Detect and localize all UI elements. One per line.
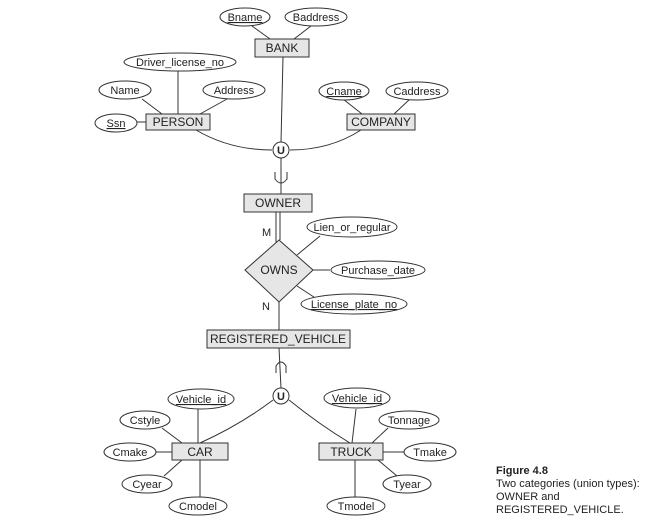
attr-cmodel: Cmodel [168, 496, 228, 516]
attr-cname: Cname [318, 81, 370, 101]
attr-bname: Bname [219, 7, 271, 27]
svg-text:Cmodel: Cmodel [179, 501, 217, 513]
svg-text:Ssn: Ssn [107, 118, 126, 130]
svg-text:License_plate_no: License_plate_no [311, 299, 397, 311]
svg-text:Tonnage: Tonnage [388, 415, 430, 427]
figure-description: Two categories (union types): OWNER and … [496, 478, 640, 516]
svg-text:Tmodel: Tmodel [338, 501, 375, 513]
entity-truck-label: TRUCK [330, 445, 371, 459]
svg-text:Tyear: Tyear [393, 479, 421, 491]
attr-car-vehicle-id: Vehicle_id [167, 388, 235, 410]
attr-tonnage: Tonnage [378, 410, 440, 430]
entity-owner-label: OWNER [255, 196, 301, 210]
entity-owner: OWNER [243, 193, 313, 213]
svg-text:Name: Name [110, 85, 139, 97]
relationship-owns: OWNS [244, 239, 314, 303]
attr-license-plate-no: License_plate_no [300, 293, 408, 315]
svg-text:Cstyle: Cstyle [130, 415, 161, 427]
attr-cstyle: Cstyle [119, 410, 171, 430]
attr-cyear: Cyear [121, 474, 173, 494]
subset-symbol-owner [274, 172, 288, 184]
union-circle-vehicle: U [272, 387, 290, 405]
entity-person-label: PERSON [153, 115, 204, 129]
entity-car-label: CAR [187, 445, 213, 459]
svg-text:Vehicle_id: Vehicle_id [332, 393, 382, 405]
attr-driver-license-no: Driver_license_no [123, 52, 237, 72]
svg-text:Bname: Bname [228, 12, 263, 24]
attr-lien-or-regular: Lien_or_regular [306, 216, 398, 238]
attr-caddress: Caddress [385, 81, 449, 101]
attr-ssn: Ssn [94, 113, 138, 133]
relationship-owns-label: OWNS [260, 263, 297, 277]
svg-text:Driver_license_no: Driver_license_no [136, 57, 224, 69]
figure-number: Figure 4.8 [496, 465, 548, 477]
svg-text:Address: Address [214, 85, 255, 97]
attr-name: Name [98, 80, 152, 100]
svg-text:Cmake: Cmake [113, 447, 148, 459]
svg-text:Caddress: Caddress [393, 86, 441, 98]
entity-car: CAR [171, 442, 229, 461]
attr-tyear: Tyear [382, 474, 432, 494]
entity-person: PERSON [145, 113, 211, 131]
svg-text:Vehicle_id: Vehicle_id [176, 394, 226, 406]
svg-text:Cname: Cname [326, 86, 361, 98]
attr-tmodel: Tmodel [326, 496, 386, 516]
entity-company-label: COMPANY [351, 115, 411, 129]
entity-truck: TRUCK [318, 442, 384, 461]
entity-company: COMPANY [346, 113, 416, 131]
entity-bank-label: BANK [266, 41, 299, 55]
subset-symbol-vehicle [275, 361, 287, 373]
svg-text:Purchase_date: Purchase_date [341, 265, 415, 277]
svg-text:Tmake: Tmake [413, 447, 447, 459]
union-circle-owner: U [272, 141, 290, 159]
entity-registered-vehicle: REGISTERED_VEHICLE [206, 329, 351, 349]
union-label: U [277, 391, 285, 403]
attr-purchase-date: Purchase_date [330, 260, 426, 280]
connector-lines [137, 25, 411, 497]
cardinality-m: M [262, 227, 271, 239]
svg-text:Lien_or_regular: Lien_or_regular [313, 222, 390, 234]
attr-tmake: Tmake [403, 442, 457, 462]
union-label: U [277, 145, 285, 157]
figure-caption: Figure 4.8 Two categories (union types):… [496, 465, 646, 517]
svg-text:Cyear: Cyear [132, 479, 162, 491]
attr-baddress: Baddress [284, 7, 348, 27]
entity-bank: BANK [254, 38, 310, 58]
cardinality-n: N [262, 301, 270, 313]
attr-cmake: Cmake [103, 442, 157, 462]
svg-text:Baddress: Baddress [293, 12, 340, 24]
attr-address: Address [202, 80, 266, 100]
attr-truck-vehicle-id: Vehicle_id [323, 387, 391, 409]
entity-registered-vehicle-label: REGISTERED_VEHICLE [210, 332, 346, 346]
